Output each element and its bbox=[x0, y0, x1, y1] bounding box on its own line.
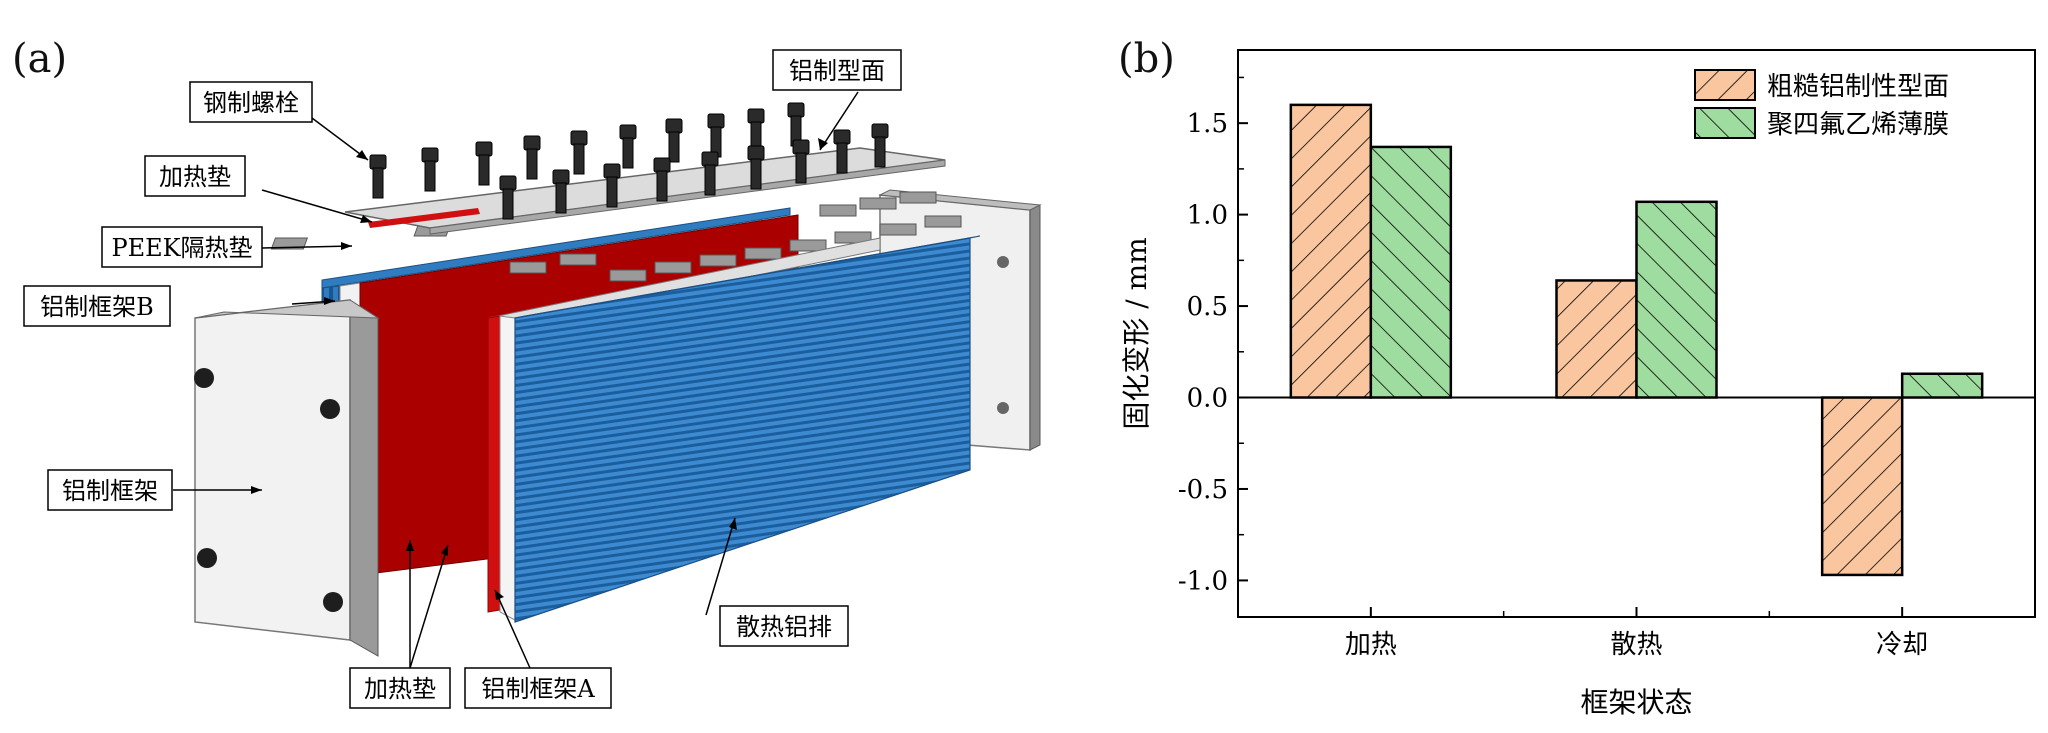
label-aluminum-profile: 铝制型面 bbox=[772, 49, 902, 91]
legend-swatch bbox=[1694, 69, 1756, 101]
y-tick-label: 1.0 bbox=[1187, 201, 1228, 231]
panel-b-bar-chart: (b) -1.0 -0.5 0.0 0.5 1.0 1.5 加热 散热 冷却框架状态 固化变形 /… bbox=[1110, 0, 2048, 729]
label-peek-pad: PEEK隔热垫 bbox=[101, 226, 263, 268]
bar bbox=[1289, 103, 1373, 399]
label-heat-sink: 散热铝排 bbox=[719, 605, 849, 647]
svg-text:铝制框架B: 铝制框架B bbox=[40, 293, 154, 321]
svg-text:铝制框架A: 铝制框架A bbox=[481, 675, 595, 703]
panel-a-letter: (a) bbox=[12, 36, 67, 82]
label-frame-b: 铝制框架B bbox=[23, 285, 171, 327]
panel-a-assembly-diagram: (a) bbox=[12, 36, 1042, 709]
bar bbox=[1369, 145, 1453, 399]
x-axis-label: 框架状态 bbox=[1580, 686, 1692, 719]
label-frame: 铝制框架 bbox=[47, 469, 173, 511]
svg-text:铝制框架: 铝制框架 bbox=[62, 477, 158, 505]
y-tick-label: -0.5 bbox=[1178, 475, 1228, 505]
heat-sink bbox=[514, 235, 981, 623]
aluminum-profile-plate bbox=[344, 147, 946, 235]
y-tick-label: 1.5 bbox=[1187, 109, 1228, 139]
y-tick-label: -1.0 bbox=[1178, 566, 1228, 596]
y-tick-label: 0.0 bbox=[1187, 384, 1228, 414]
svg-text:散热铝排: 散热铝排 bbox=[736, 613, 832, 641]
front-aluminum-frame bbox=[194, 299, 380, 657]
x-tick-label: 散热 bbox=[1610, 630, 1662, 660]
leader-lines bbox=[173, 91, 859, 669]
panel-b-letter: (b) bbox=[1118, 36, 1175, 82]
svg-text:加热垫: 加热垫 bbox=[364, 675, 436, 703]
label-heating-pad-bottom: 加热垫 bbox=[349, 667, 451, 709]
label-steel-bolt: 钢制螺栓 bbox=[189, 81, 313, 123]
svg-text:铝制型面: 铝制型面 bbox=[789, 57, 885, 85]
label-frame-a: 铝制框架A bbox=[464, 667, 612, 709]
svg-text:钢制螺栓: 钢制螺栓 bbox=[203, 89, 299, 117]
bar bbox=[1555, 279, 1638, 399]
bar bbox=[1635, 200, 1718, 399]
y-axis-label: 固化变形 / mm bbox=[1120, 237, 1153, 429]
bar bbox=[1900, 372, 1984, 399]
y-tick-label: 0.5 bbox=[1187, 292, 1228, 322]
legend-swatch bbox=[1694, 107, 1756, 139]
x-tick-label: 冷却 bbox=[1876, 630, 1928, 660]
assembly-svg: (a) bbox=[12, 36, 1042, 709]
legend-label: 粗糙铝制性型面 bbox=[1767, 72, 1949, 102]
steel-bolts bbox=[369, 102, 889, 220]
leader-arrowheads bbox=[251, 138, 828, 600]
svg-text:PEEK隔热垫: PEEK隔热垫 bbox=[111, 234, 252, 262]
svg-text:加热垫: 加热垫 bbox=[159, 163, 231, 191]
bar bbox=[1820, 396, 1904, 577]
label-heating-pad-top: 加热垫 bbox=[144, 155, 246, 197]
legend-label: 聚四氟乙烯薄膜 bbox=[1767, 110, 1949, 140]
x-tick-label: 加热 bbox=[1345, 630, 1397, 660]
